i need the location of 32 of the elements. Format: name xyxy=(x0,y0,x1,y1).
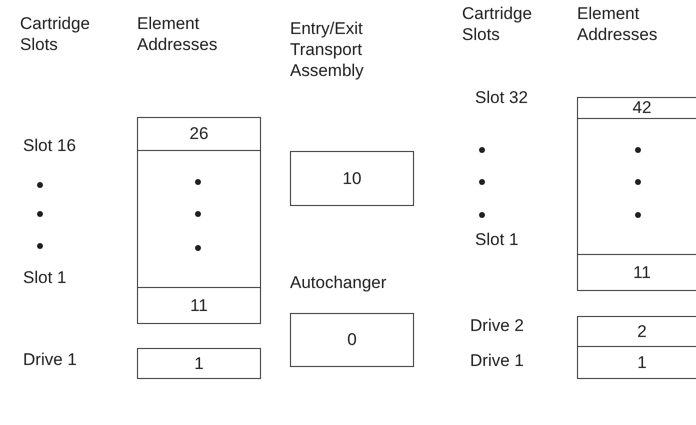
element-address: 11 xyxy=(633,262,651,282)
row-label: Element Addresses xyxy=(137,13,218,55)
row-label: Element Addresses xyxy=(577,3,658,45)
row-label: Drive 2 xyxy=(470,315,525,336)
row-label: Slot 32 xyxy=(475,87,529,108)
row-label: Drive 1 xyxy=(23,349,78,370)
element-address: 0 xyxy=(347,330,357,350)
element-address: 42 xyxy=(632,98,652,118)
row-label: Autochanger xyxy=(290,272,388,293)
address-cell xyxy=(137,348,261,379)
address-cell xyxy=(137,117,261,151)
element-address: 1 xyxy=(637,352,647,372)
row-label: Slot 1 xyxy=(475,229,520,250)
element-address: 26 xyxy=(190,124,208,144)
element-address: 11 xyxy=(190,296,208,316)
element-address: 1 xyxy=(194,354,204,374)
row-label: Entry/Exit Transport Assembly xyxy=(290,18,365,81)
address-cell xyxy=(577,254,696,291)
element-address: 10 xyxy=(342,168,362,188)
address-range-box xyxy=(137,150,261,288)
address-cell xyxy=(577,316,696,347)
row-label: Cartridge Slots xyxy=(20,13,91,55)
address-cell xyxy=(137,287,261,324)
row-label: Drive 1 xyxy=(470,350,525,371)
address-cell xyxy=(290,151,414,206)
address-cell xyxy=(290,313,414,367)
address-cell xyxy=(577,97,696,119)
address-cell xyxy=(577,346,696,379)
element-address: 2 xyxy=(637,322,647,342)
row-label: Slot 16 xyxy=(23,135,77,156)
row-label: Cartridge Slots xyxy=(462,3,533,45)
row-label: Slot 1 xyxy=(23,267,68,288)
